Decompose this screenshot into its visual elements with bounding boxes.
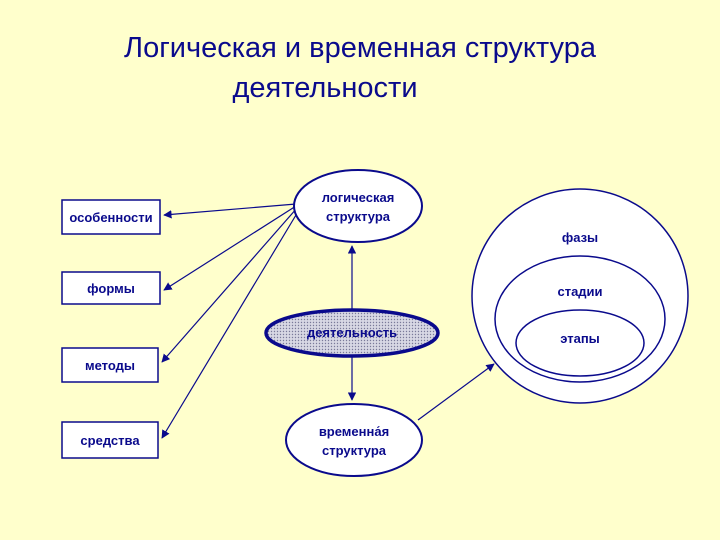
arrow-to-methods — [161, 207, 298, 363]
arrow-to-forms — [163, 205, 297, 291]
box-features-label: особенности — [69, 210, 152, 225]
box-methods-label: методы — [85, 358, 135, 373]
box-forms: формы — [61, 271, 161, 305]
node-logical-structure: логическая структура — [293, 169, 423, 243]
box-features: особенности — [61, 199, 161, 235]
box-forms-label: формы — [87, 281, 135, 296]
arrow-to-means — [161, 209, 300, 439]
arrow-to-phases — [417, 363, 495, 421]
phases-label: фазы — [562, 230, 598, 245]
node-temporal-structure: временна́я структура — [285, 403, 423, 477]
box-means: средства — [61, 421, 159, 459]
page-title: Логическая и временная структура деятель… — [0, 28, 720, 108]
activity-label: деятельность — [307, 325, 397, 340]
arrow-to-features — [163, 203, 297, 219]
box-means-label: средства — [80, 433, 140, 448]
circle-steps — [515, 309, 645, 377]
title-line-1: Логическая и временная структура — [124, 32, 596, 64]
steps-label: этапы — [560, 331, 600, 346]
box-methods: методы — [61, 347, 159, 383]
logical-structure-line-2: структура — [326, 209, 391, 224]
nested-circles: фазы стадии этапы — [471, 188, 689, 404]
node-activity: деятельность — [264, 308, 440, 358]
stages-label: стадии — [557, 284, 602, 299]
logical-structure-line-1: логическая — [322, 190, 395, 205]
temporal-structure-line-2: структура — [322, 443, 387, 458]
title-line-2: деятельности — [232, 72, 418, 104]
fan-arrows — [161, 203, 300, 439]
temporal-structure-line-1: временна́я — [319, 424, 389, 439]
